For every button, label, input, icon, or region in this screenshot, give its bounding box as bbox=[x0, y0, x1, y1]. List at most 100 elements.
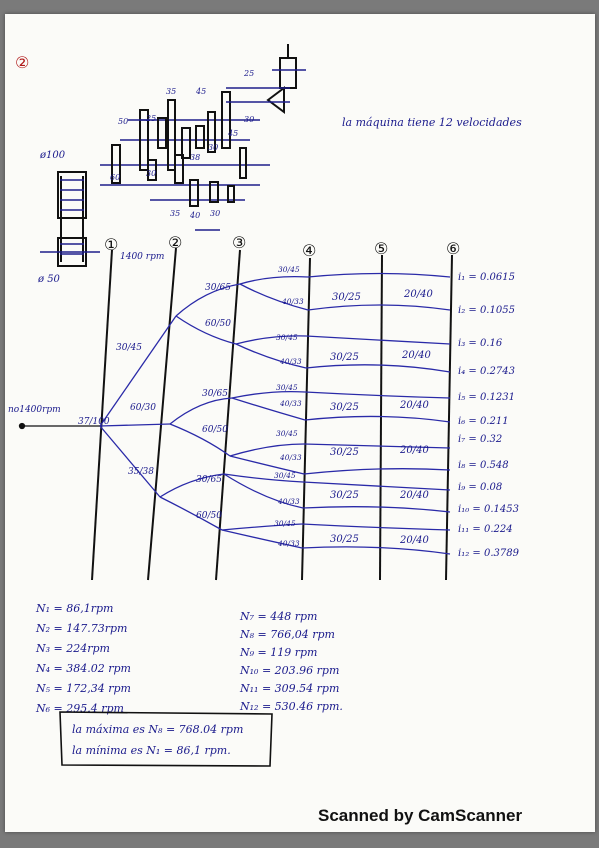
speed-value: N₈ = 766,04 rpm bbox=[239, 628, 335, 641]
ratio-label: 30/45 bbox=[116, 343, 142, 353]
ratio-value: i₆ = 0.211 bbox=[458, 416, 509, 427]
ratio-label: 30/65 bbox=[196, 475, 222, 485]
ratio-label: 30/45 bbox=[274, 471, 296, 480]
gear-label: 40 bbox=[189, 211, 200, 220]
ratio-value: i₁₂ = 0.3789 bbox=[458, 548, 520, 559]
ratio-value: i₅ = 0.1231 bbox=[458, 392, 515, 403]
ratio-label: 20/40 bbox=[399, 490, 429, 501]
ratio-label: 60/50 bbox=[205, 319, 231, 329]
gear-label: 45 bbox=[227, 129, 238, 138]
shaft-number: ⑥ bbox=[446, 239, 460, 258]
ratio-value: i₁ = 0.0615 bbox=[458, 272, 515, 283]
ratio-label: 30/65 bbox=[205, 283, 231, 293]
stage1-labels: 30/45 60/30 35/38 bbox=[116, 343, 156, 477]
problem-number: ② bbox=[15, 53, 29, 72]
ratio-label: 30/25 bbox=[330, 447, 359, 458]
gear-label: 25 bbox=[145, 114, 156, 123]
gear-label: 60 bbox=[110, 173, 120, 182]
ratio-label: 40/33 bbox=[279, 399, 302, 408]
ratio-value: i₇ = 0.32 bbox=[458, 434, 502, 445]
ratio-value: i₃ = 0.16 bbox=[458, 338, 503, 349]
speed-value: N₉ = 119 rpm bbox=[239, 646, 317, 659]
ratio-label: 30/45 bbox=[276, 333, 298, 342]
speed-value: N₁₁ = 309.54 rpm bbox=[239, 682, 339, 695]
ratio-label: 20/40 bbox=[399, 445, 429, 456]
ratio-label: 20/40 bbox=[399, 535, 429, 546]
speed-value: N₃ = 224rpm bbox=[35, 642, 110, 655]
ratio-label: 20/40 bbox=[403, 289, 433, 300]
first-ratio: 37/100 bbox=[78, 417, 110, 427]
speed-value: N₇ = 448 rpm bbox=[239, 610, 317, 623]
ratio-label: 30/45 bbox=[274, 519, 296, 528]
ratio-label: 40/33 bbox=[279, 357, 302, 366]
ratio-label: 30/25 bbox=[332, 292, 361, 303]
ratio-label: 30/25 bbox=[330, 490, 359, 501]
ratio-value: i₄ = 0.2743 bbox=[458, 366, 515, 377]
gear-label: 35 bbox=[170, 209, 180, 218]
gear-label: 30 bbox=[208, 143, 218, 152]
shaft-number: ③ bbox=[232, 233, 246, 252]
gear-label: 30 bbox=[210, 209, 220, 218]
summary-line: la máxima es N₈ = 768.04 rpm bbox=[72, 723, 243, 736]
ratio-value: i₂ = 0.1055 bbox=[458, 305, 515, 316]
ratio-label: 40/33 bbox=[277, 539, 300, 548]
pulley-label-top: ø100 bbox=[39, 150, 66, 161]
ratio-label: 30/65 bbox=[202, 389, 228, 399]
ratio-label: 60/50 bbox=[202, 425, 228, 435]
ratio-label: 20/40 bbox=[401, 350, 431, 361]
ratio-list: i₁ = 0.0615 i₂ = 0.1055 i₃ = 0.16 i₄ = 0… bbox=[458, 272, 520, 559]
pulley-label-bottom: ø 50 bbox=[37, 274, 61, 285]
shaft-lines bbox=[91, 247, 453, 581]
summary-box: la máxima es N₈ = 768.04 rpm la mínima e… bbox=[59, 711, 273, 767]
speed-value: N₄ = 384.02 rpm bbox=[35, 662, 131, 675]
scanned-page bbox=[5, 14, 595, 832]
speed-value: N₁ = 86,1rpm bbox=[35, 602, 113, 615]
ratio-value: i₈ = 0.548 bbox=[458, 460, 509, 471]
speeds-right: N₇ = 448 rpm N₈ = 766,04 rpm N₉ = 119 rp… bbox=[239, 610, 343, 713]
stage4-labels: 30/25 30/25 30/25 30/25 30/25 30/25 20/4… bbox=[330, 289, 433, 546]
shaft-number: ① bbox=[104, 235, 118, 254]
ratio-label: 60/30 bbox=[130, 403, 156, 413]
ratio-label: 30/45 bbox=[276, 383, 298, 392]
gear-label: 38 bbox=[190, 153, 200, 162]
ratio-label: 60/50 bbox=[196, 511, 222, 521]
belt-pulley bbox=[40, 171, 100, 267]
speed-value: N₁₀ = 203.96 rpm bbox=[239, 664, 339, 677]
speed-value: N₂ = 147.73rpm bbox=[35, 622, 127, 635]
ratio-label: 30/25 bbox=[330, 352, 359, 363]
ratio-label: 40/33 bbox=[277, 497, 300, 506]
gear-label: 30 bbox=[244, 115, 254, 124]
gear-label: 45 bbox=[195, 87, 206, 96]
ratio-label: 30/25 bbox=[330, 402, 359, 413]
ratio-label: 30/25 bbox=[330, 534, 359, 545]
stage3-labels: 30/45 40/33 30/45 40/33 30/45 40/33 30/4… bbox=[274, 265, 304, 548]
ratio-value: i₁₁ = 0.224 bbox=[458, 524, 513, 535]
gear-label: 35 bbox=[166, 87, 176, 96]
note: la máquina tiene 12 velocidades bbox=[342, 116, 522, 129]
shaft-number: ⑤ bbox=[374, 239, 388, 258]
gearbox-sketch bbox=[40, 44, 306, 267]
ratio-value: i₁₀ = 0.1453 bbox=[458, 504, 519, 515]
stage2-labels: 30/65 60/50 30/65 60/50 30/65 60/50 bbox=[196, 283, 231, 521]
speed-tree bbox=[18, 272, 451, 555]
speed-value: N₅ = 172,34 rpm bbox=[35, 682, 131, 695]
ratio-label: 30/45 bbox=[276, 429, 298, 438]
ratio-label: 35/38 bbox=[128, 467, 154, 477]
shaft-numbers: ① ② ③ ④ ⑤ ⑥ bbox=[104, 233, 460, 260]
ratio-label: 40/33 bbox=[279, 453, 302, 462]
gear-label: 50 bbox=[118, 117, 128, 126]
gear-label: 30 bbox=[146, 169, 156, 178]
gear-labels: 35 45 25 50 25 30 45 30 38 60 30 35 40 3… bbox=[110, 69, 254, 220]
ratio-label: 30/45 bbox=[278, 265, 300, 274]
ratio-value: i₉ = 0.08 bbox=[458, 482, 502, 493]
summary-line: la mínima es N₁ = 86,1 rpm. bbox=[72, 744, 231, 757]
input-speed: no1400rpm bbox=[8, 405, 61, 415]
speeds-left: N₁ = 86,1rpm N₂ = 147.73rpm N₃ = 224rpm … bbox=[35, 602, 131, 715]
shaft-number: ② bbox=[168, 233, 182, 252]
input-rpm-label: 1400 rpm bbox=[120, 252, 164, 262]
shaft-number: ④ bbox=[302, 241, 316, 260]
ratio-label: 20/40 bbox=[399, 400, 429, 411]
scanner-watermark: Scanned by CamScanner bbox=[318, 806, 523, 825]
speed-value: N₁₂ = 530.46 rpm. bbox=[239, 700, 343, 713]
